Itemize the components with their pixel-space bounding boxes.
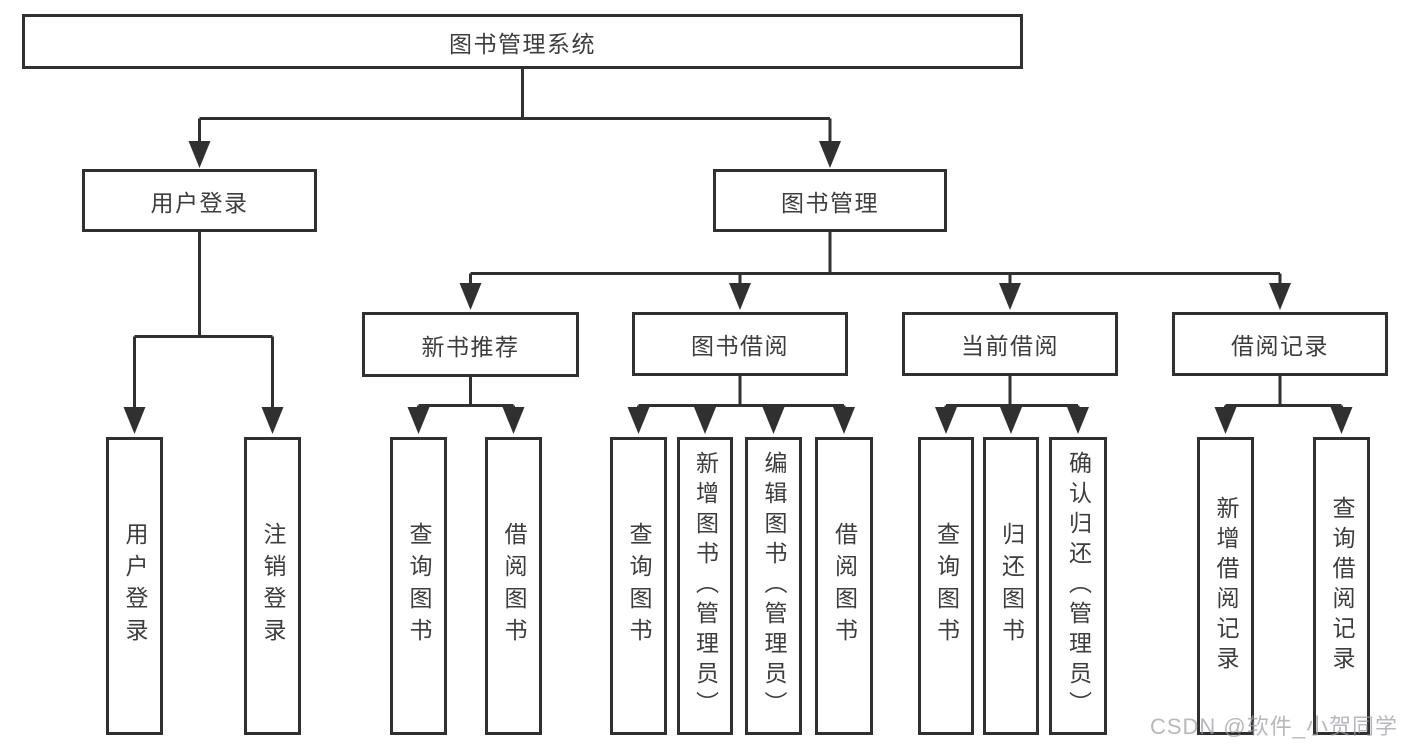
connector-userlogin-to-leaves [133, 232, 274, 412]
connector-records-to-leaves [1224, 376, 1343, 412]
leaf-newrec-borrow-books: 借阅图书 [485, 437, 542, 735]
leaf-borrow-add-books-admin-label: 新增图书（管理员） [692, 451, 719, 721]
leaf-user-login-label: 用户登录 [122, 522, 148, 650]
connector-root-to-level1 [198, 69, 832, 146]
leaf-records-query-record: 查询借阅记录 [1313, 437, 1370, 735]
node-borrow-records: 借阅记录 [1172, 312, 1388, 376]
leaf-records-add-record-label: 新增借阅记录 [1213, 496, 1239, 676]
leaf-borrow-query-books-label: 查询图书 [626, 522, 652, 650]
node-user-login: 用户登录 [82, 169, 317, 232]
leaf-current-return-books: 归还图书 [983, 437, 1039, 735]
leaf-current-query-books-label: 查询图书 [933, 522, 960, 650]
connector-bookmgmt-to-level2 [469, 232, 1282, 288]
leaf-newrec-query-books: 查询图书 [390, 437, 447, 735]
node-book-borrow: 图书借阅 [632, 312, 848, 376]
connector-newrec-to-leaves [417, 377, 515, 412]
connector-bookborrow-to-leaves [637, 376, 846, 412]
leaf-borrow-add-books-admin: 新增图书（管理员） [677, 437, 733, 735]
connector-currentborrow-to-leaves [944, 376, 1080, 412]
leaf-current-return-books-label: 归还图书 [998, 522, 1025, 650]
leaf-records-query-record-label: 查询借阅记录 [1329, 496, 1355, 676]
leaf-newrec-query-books-label: 查询图书 [406, 522, 432, 650]
leaf-records-add-record: 新增借阅记录 [1197, 437, 1254, 735]
leaf-current-query-books: 查询图书 [918, 437, 974, 735]
leaf-borrow-edit-books-admin: 编辑图书（管理员） [745, 437, 802, 735]
leaf-newrec-borrow-books-label: 借阅图书 [501, 522, 527, 650]
leaf-logout-login-label: 注销登录 [260, 522, 286, 650]
node-current-borrow: 当前借阅 [902, 312, 1118, 376]
node-library-management-system: 图书管理系统 [22, 14, 1023, 69]
leaf-logout-login: 注销登录 [244, 437, 301, 735]
leaf-current-confirm-return-admin: 确认归还（管理员） [1049, 437, 1107, 735]
leaf-current-confirm-return-admin-label: 确认归还（管理员） [1065, 451, 1092, 721]
leaf-borrow-edit-books-admin-label: 编辑图书（管理员） [761, 451, 787, 721]
leaf-user-login: 用户登录 [106, 437, 163, 735]
csdn-watermark: CSDN @软件_小贺同学 [1149, 714, 1398, 739]
arrowheads [123, 141, 1353, 434]
leaf-borrow-query-books: 查询图书 [610, 437, 667, 735]
leaf-borrow-borrow-books-label: 借阅图书 [831, 522, 858, 650]
leaf-borrow-borrow-books: 借阅图书 [815, 437, 873, 735]
node-book-management: 图书管理 [713, 169, 947, 232]
node-new-book-recommend: 新书推荐 [362, 312, 579, 377]
